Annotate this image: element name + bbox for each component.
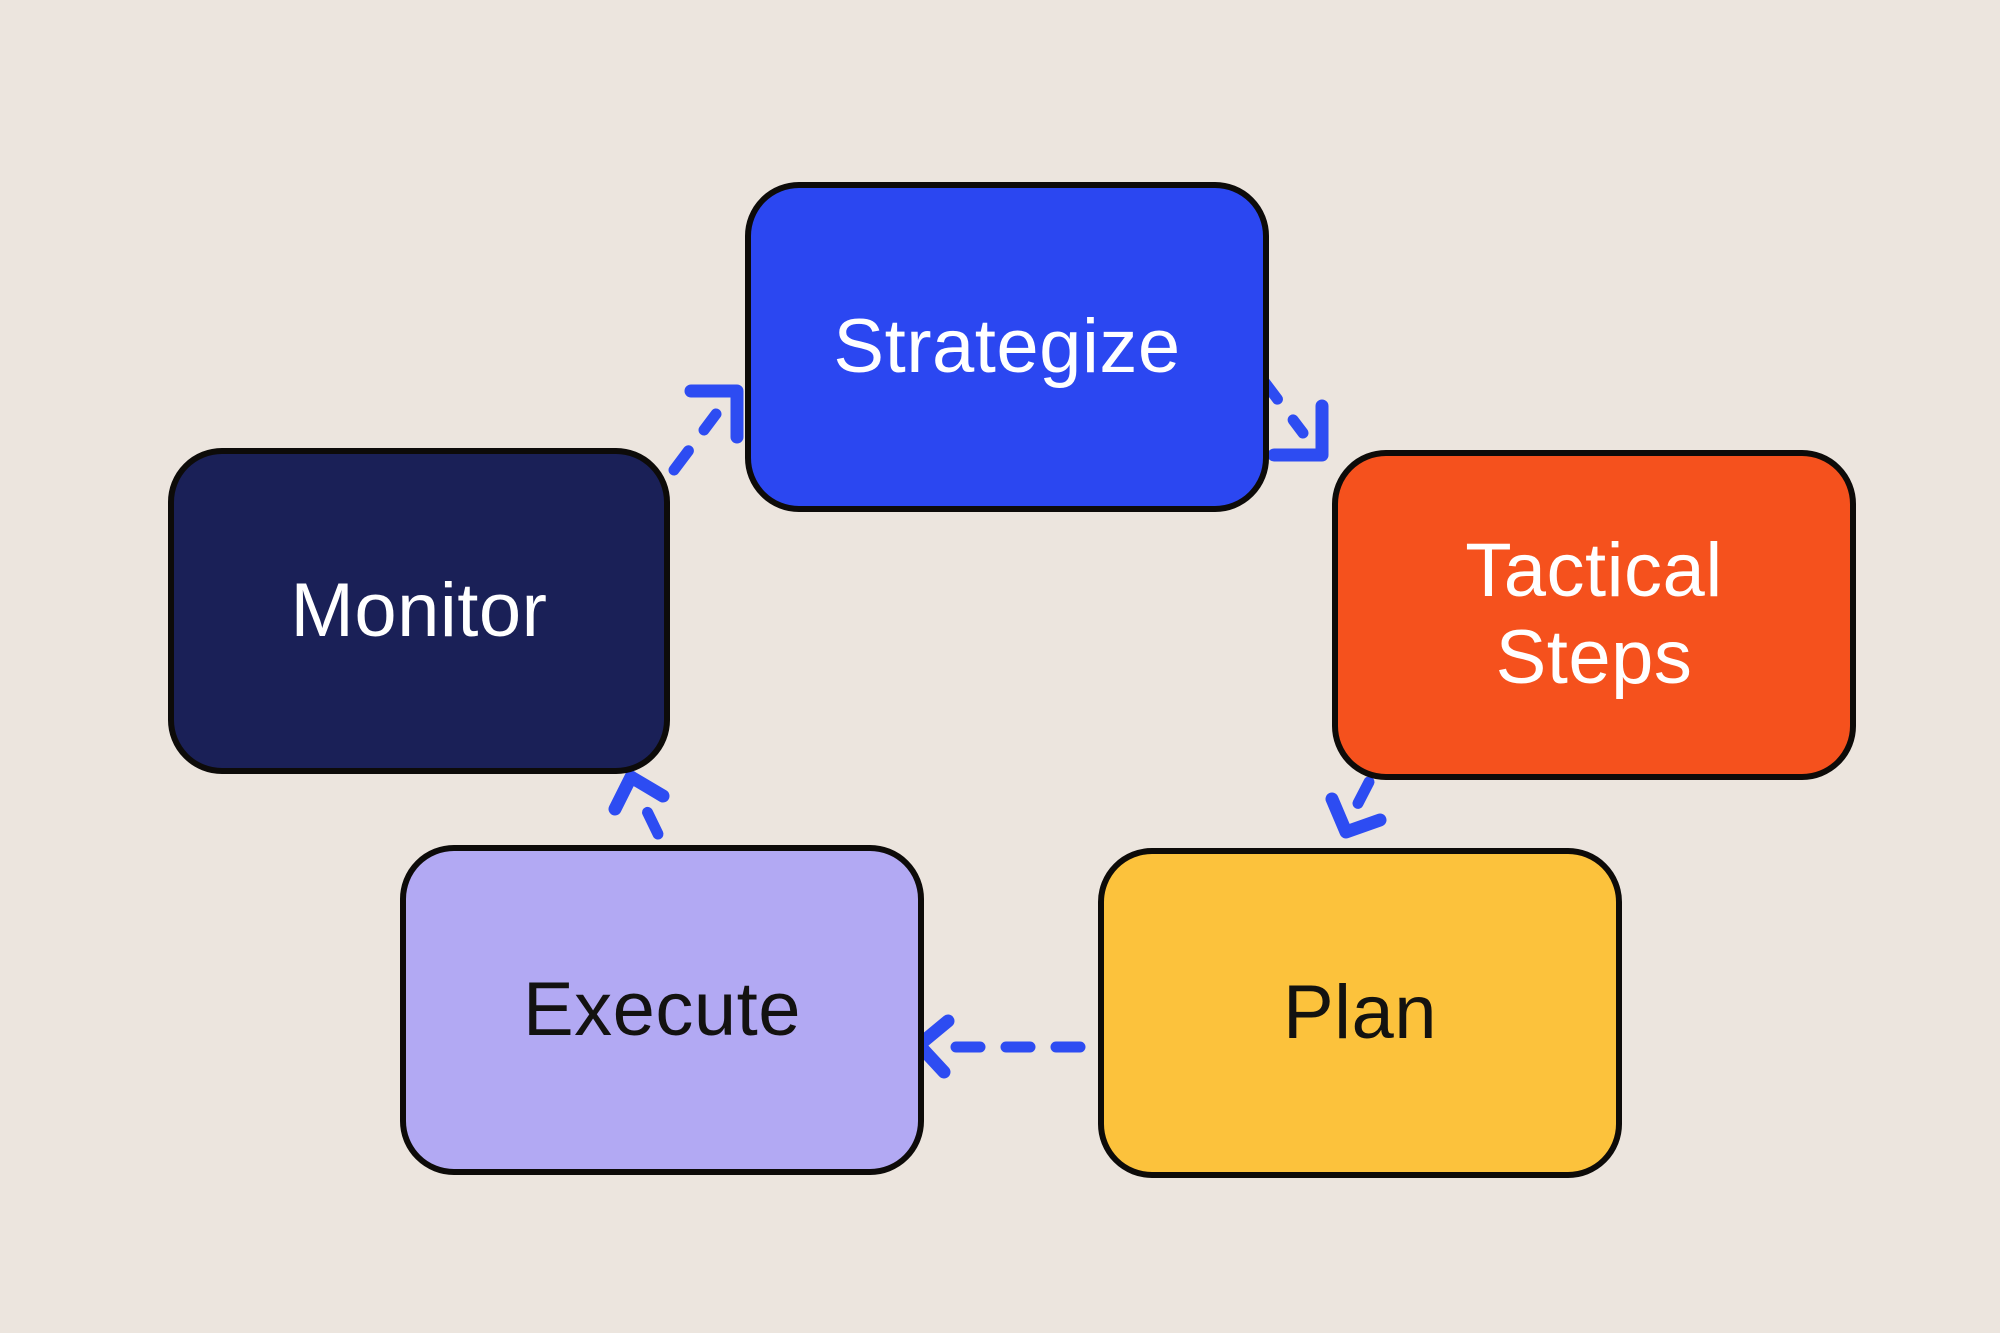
arrow-plan-to-execute xyxy=(912,1014,1086,1079)
arrow-monitor-to-strategize xyxy=(668,384,744,476)
arrow-tactical-to-plan xyxy=(1325,776,1387,839)
node-plan-label: Plan xyxy=(1282,969,1438,1055)
node-strategize-label: Strategize xyxy=(833,303,1181,389)
node-tactical-steps-label: Tactical Steps xyxy=(1465,528,1723,700)
arrow-execute-to-monitor xyxy=(608,770,670,840)
node-execute: Execute xyxy=(400,845,924,1175)
node-strategize: Strategize xyxy=(745,182,1269,512)
node-execute-label: Execute xyxy=(522,966,802,1052)
node-monitor: Monitor xyxy=(168,448,670,774)
node-monitor-label: Monitor xyxy=(290,567,548,653)
node-tactical-steps: Tactical Steps xyxy=(1332,450,1856,780)
arrow-strategize-to-tactical xyxy=(1257,374,1329,462)
node-plan: Plan xyxy=(1098,848,1622,1178)
